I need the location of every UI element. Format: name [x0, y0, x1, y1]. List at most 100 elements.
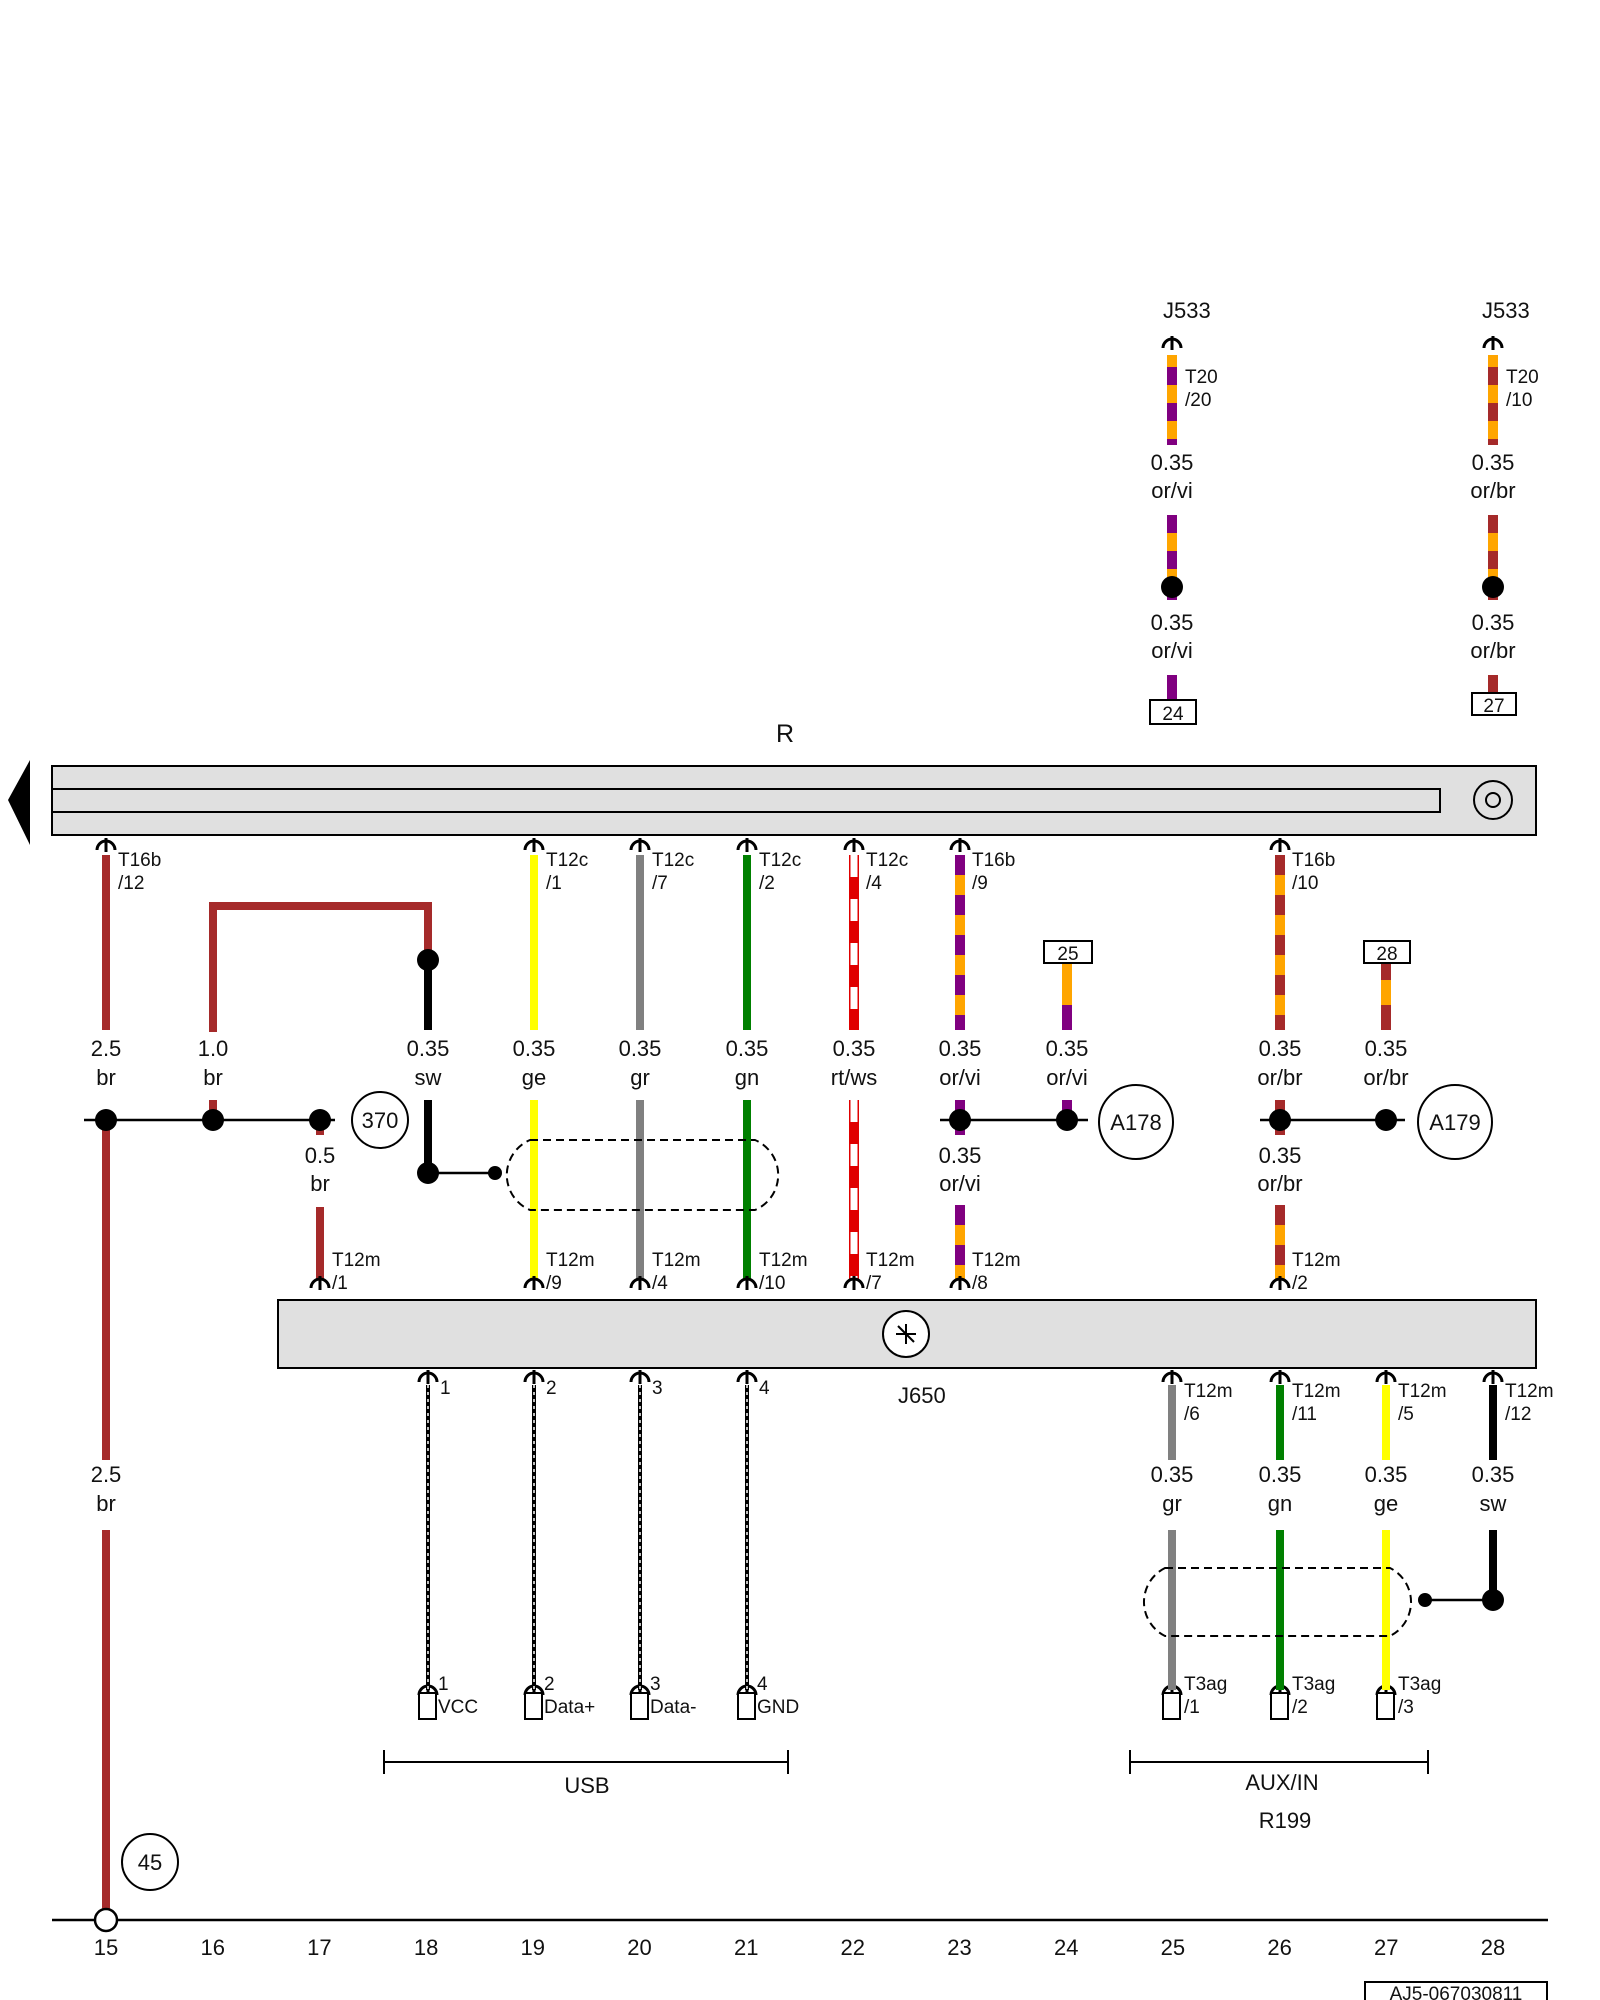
- connector-code: T12m: [866, 1250, 915, 1271]
- track-number: 25: [1161, 1935, 1185, 1960]
- track-number: 23: [947, 1935, 971, 1960]
- connector-symbol-icon: [1269, 1370, 1291, 1384]
- wire-color: or/vi: [1151, 638, 1193, 663]
- document-id: AJ5-067030811: [1390, 1984, 1523, 2000]
- connector-code: T16b: [1292, 850, 1335, 871]
- radio-slot: [51, 788, 1441, 813]
- track-number: 17: [307, 1935, 331, 1960]
- connector-pin: /12: [118, 873, 144, 894]
- reference-box: [1363, 940, 1411, 964]
- junction-dot: [1056, 1109, 1078, 1131]
- wire-gauge: 1.0: [198, 1036, 229, 1061]
- wire-gauge: 0.35: [513, 1036, 556, 1061]
- connector-code: T16b: [972, 850, 1015, 871]
- connector-pin: /4: [866, 873, 882, 894]
- aux-terminals: [1162, 1692, 1395, 1720]
- wire-gauge: 0.35: [1365, 1036, 1408, 1061]
- connector-code: T12m: [1505, 1381, 1554, 1402]
- interface-connectors-bottom: [417, 1370, 1504, 1697]
- usb-pin-number: 3: [650, 1674, 661, 1695]
- shield-usb-data: [505, 1139, 780, 1211]
- connector-pin: /1: [332, 1273, 348, 1294]
- interface-label: J650: [898, 1383, 946, 1408]
- wire-color: br: [310, 1171, 330, 1196]
- connector-pin: /2: [1292, 1273, 1308, 1294]
- connector-code: T12m: [759, 1250, 808, 1271]
- wire-gauge: 0.35: [1259, 1036, 1302, 1061]
- usb-pin-name: VCC: [438, 1697, 478, 1718]
- wire-gauge: 0.35: [1259, 1462, 1302, 1487]
- connector-symbol-icon: [736, 838, 758, 852]
- connector-code: T12c: [652, 850, 694, 871]
- connector-symbol-icon: [1375, 1370, 1397, 1384]
- aux-group-label: AUX/IN: [1245, 1770, 1318, 1795]
- connector-symbol-icon: [523, 1276, 545, 1290]
- connector-pin: /2: [1292, 1697, 1308, 1718]
- usb-pin-name: Data+: [544, 1697, 595, 1718]
- connector-code: T12m: [652, 1250, 701, 1271]
- track-number: 28: [1481, 1935, 1505, 1960]
- track-number: 19: [521, 1935, 545, 1960]
- reference-box: [1149, 699, 1197, 725]
- wire-color: rt/ws: [831, 1065, 877, 1090]
- junction-dot: [417, 949, 439, 971]
- track-number: 15: [94, 1935, 118, 1960]
- reference-circle: [121, 1833, 179, 1891]
- track-number: 26: [1267, 1935, 1291, 1960]
- wire-gauge: 2.5: [91, 1462, 122, 1487]
- track-number: 21: [734, 1935, 758, 1960]
- wire-gauge: 0.35: [619, 1036, 662, 1061]
- wire-color: or/vi: [939, 1171, 981, 1196]
- connector-pin: /7: [866, 1273, 882, 1294]
- junction-dot: [1482, 576, 1504, 598]
- usb-wires: [426, 1385, 749, 1690]
- connector-code: T20: [1506, 367, 1539, 388]
- usb-terminal-box: [524, 1692, 543, 1720]
- connector-symbol-icon: [417, 1370, 439, 1384]
- reference-box-label: 28: [1376, 944, 1397, 965]
- wire-gauge: 0.35: [1151, 610, 1194, 635]
- aux-component-label: R199: [1259, 1808, 1312, 1833]
- shield-aux: [1143, 1567, 1412, 1637]
- aux-terminal-box: [1270, 1692, 1289, 1720]
- junction-dot: [1269, 1109, 1291, 1131]
- ground-symbol-icon-stroke: [897, 1325, 915, 1343]
- wire-col-16-loop: [209, 902, 432, 1032]
- connector-symbol-icon: [1269, 838, 1291, 852]
- connector-symbol-icon: [95, 838, 117, 852]
- track-number: 20: [627, 1935, 651, 1960]
- connector-pin: /10: [1292, 873, 1318, 894]
- connector-symbol-icon: [309, 1276, 331, 1290]
- gateway-label-right: J533: [1482, 298, 1530, 323]
- radio-connectors: [95, 336, 1504, 852]
- connector-pin: 2: [546, 1378, 557, 1399]
- connector-pin: 4: [759, 1378, 770, 1399]
- connector-pin: /11: [1292, 1404, 1317, 1425]
- wire-color: gn: [1268, 1491, 1292, 1516]
- track-number: 22: [841, 1935, 865, 1960]
- connector-code: T12m: [1292, 1381, 1341, 1402]
- connector-code: T12m: [332, 1250, 381, 1271]
- connector-code: T12m: [972, 1250, 1021, 1271]
- wire-color: br: [96, 1491, 116, 1516]
- connector-pin: /10: [759, 1273, 785, 1294]
- connector-pin: /4: [652, 1273, 668, 1294]
- wire-color: br: [203, 1065, 223, 1090]
- wire-color: ge: [1374, 1491, 1398, 1516]
- connector-symbol-icon: [949, 838, 971, 852]
- connector-pin: /12: [1505, 1404, 1531, 1425]
- connector-pin: /2: [759, 873, 775, 894]
- wire-gauge: 0.35: [939, 1036, 982, 1061]
- wire-gauge: 0.35: [1472, 450, 1515, 475]
- wire-color: gr: [1162, 1491, 1182, 1516]
- usb-terminal-box: [630, 1692, 649, 1720]
- connector-code: T16b: [118, 850, 161, 871]
- interface-connectors-top: [309, 1276, 1291, 1290]
- connector-symbol-icon: [1482, 336, 1504, 350]
- usb-terminal-box: [418, 1692, 437, 1720]
- radio-label: R: [776, 720, 794, 748]
- connector-pin: /5: [1398, 1404, 1414, 1425]
- wire-color: or/vi: [939, 1065, 981, 1090]
- track-number: 16: [200, 1935, 224, 1960]
- connector-code: T20: [1185, 367, 1218, 388]
